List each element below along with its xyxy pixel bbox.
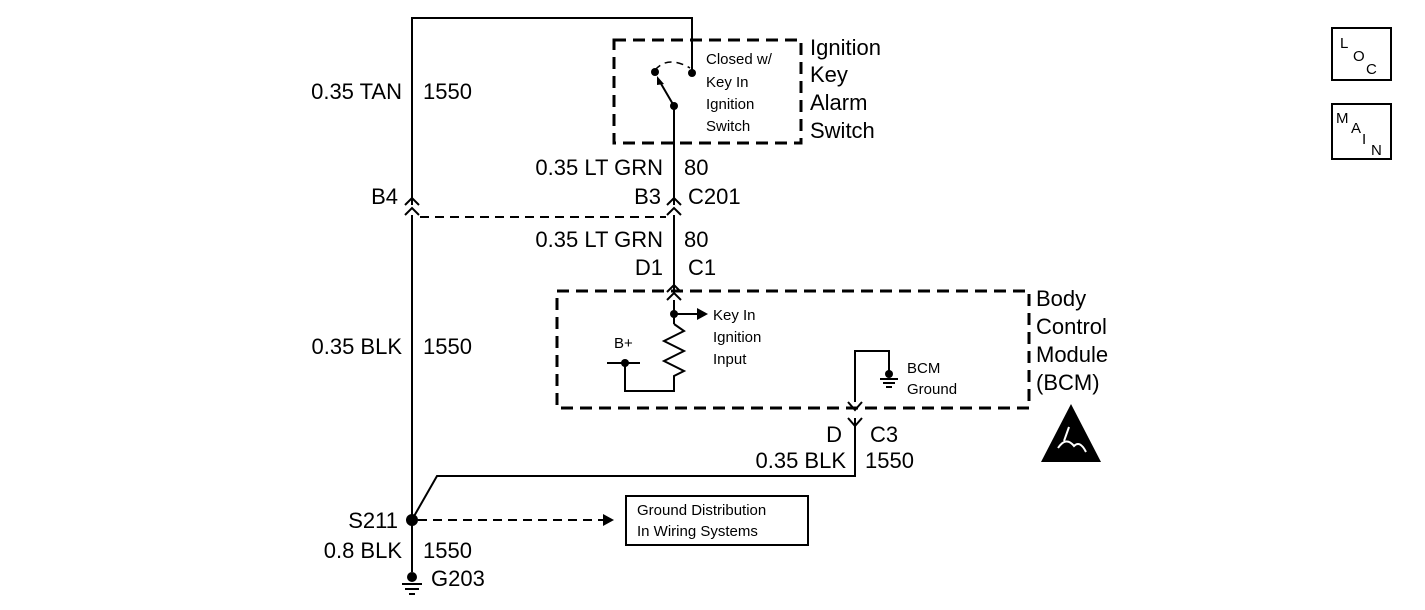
ground-distribution-line-2: In Wiring Systems (637, 523, 758, 540)
splice-s211-label: S211 (348, 508, 398, 533)
switch-title: Ignition Key Alarm Switch (810, 35, 887, 143)
connector-c3-symbol (847, 401, 863, 428)
svg-text:I: I (1362, 131, 1366, 148)
connector-d1-label: D1 (635, 255, 663, 280)
ground-distribution-box: Ground Distribution In Wiring Systems (625, 495, 809, 546)
svg-text:A: A (1351, 120, 1361, 137)
loc-button[interactable]: L O C (1331, 27, 1392, 81)
svg-text:N: N (1371, 142, 1382, 159)
svg-text:L: L (1340, 35, 1348, 52)
bcm-key-input-label: Key In Ignition Input (713, 307, 766, 368)
connector-b4-label: B4 (371, 184, 398, 209)
connector-b4-symbol (404, 196, 420, 216)
main-button[interactable]: M A I N (1331, 103, 1392, 160)
wire-size-left-mid: 0.35 BLK (311, 334, 402, 359)
switch-symbol (651, 61, 696, 110)
bcm-b-plus: B+ (614, 335, 633, 352)
wire-1550-bcm-ground (412, 418, 856, 519)
svg-text:Ground Distribution In W: Ground Distribution In Wiring Systems (637, 502, 770, 540)
wire-size-center-upper: 0.35 LT GRN (535, 155, 663, 180)
bcm-ground-circuit (854, 350, 898, 402)
esd-warning-icon (1041, 404, 1101, 462)
svg-text:M: M (1336, 110, 1349, 127)
svg-text:O: O (1353, 48, 1365, 65)
wire-size-bcm-ground: 0.35 BLK (755, 448, 846, 473)
bcm-title: Body Control Module (BCM) (1036, 286, 1114, 395)
switch-box (612, 38, 803, 145)
circuit-center-lower: 80 (684, 227, 708, 252)
svg-text:C: C (1366, 61, 1377, 78)
connector-d-label: D (826, 422, 842, 447)
ground-distribution-arrow-icon (603, 514, 614, 526)
circuit-bcm-ground: 1550 (865, 448, 914, 473)
circuit-center-upper: 80 (684, 155, 708, 180)
circuit-left-bottom: 1550 (423, 538, 472, 563)
connector-c201-label: C201 (688, 184, 741, 209)
wire-size-left-top: 0.35 TAN (311, 79, 402, 104)
connector-c3-label: C3 (870, 422, 898, 447)
circuit-left-mid: 1550 (423, 334, 472, 359)
ground-g203-symbol (402, 572, 422, 595)
bcm-box (555, 289, 1031, 410)
ground-g203-label: G203 (431, 566, 485, 591)
wire-1550-left (411, 17, 693, 205)
switch-note: Closed w/ Key In Ignition Switch (706, 51, 776, 135)
connector-c201-symbol (666, 196, 682, 216)
bcm-ground-label: BCM Ground (907, 360, 957, 398)
connector-c1-label: C1 (688, 255, 716, 280)
connector-b3-label: B3 (634, 184, 661, 209)
wire-size-center-lower: 0.35 LT GRN (535, 227, 663, 252)
wire-size-left-bottom: 0.8 BLK (324, 538, 403, 563)
bcm-input-circuit (607, 300, 708, 392)
splice-s211-dot (406, 514, 418, 526)
ground-distribution-line-1: Ground Distribution (637, 502, 766, 519)
circuit-left-top: 1550 (423, 79, 472, 104)
